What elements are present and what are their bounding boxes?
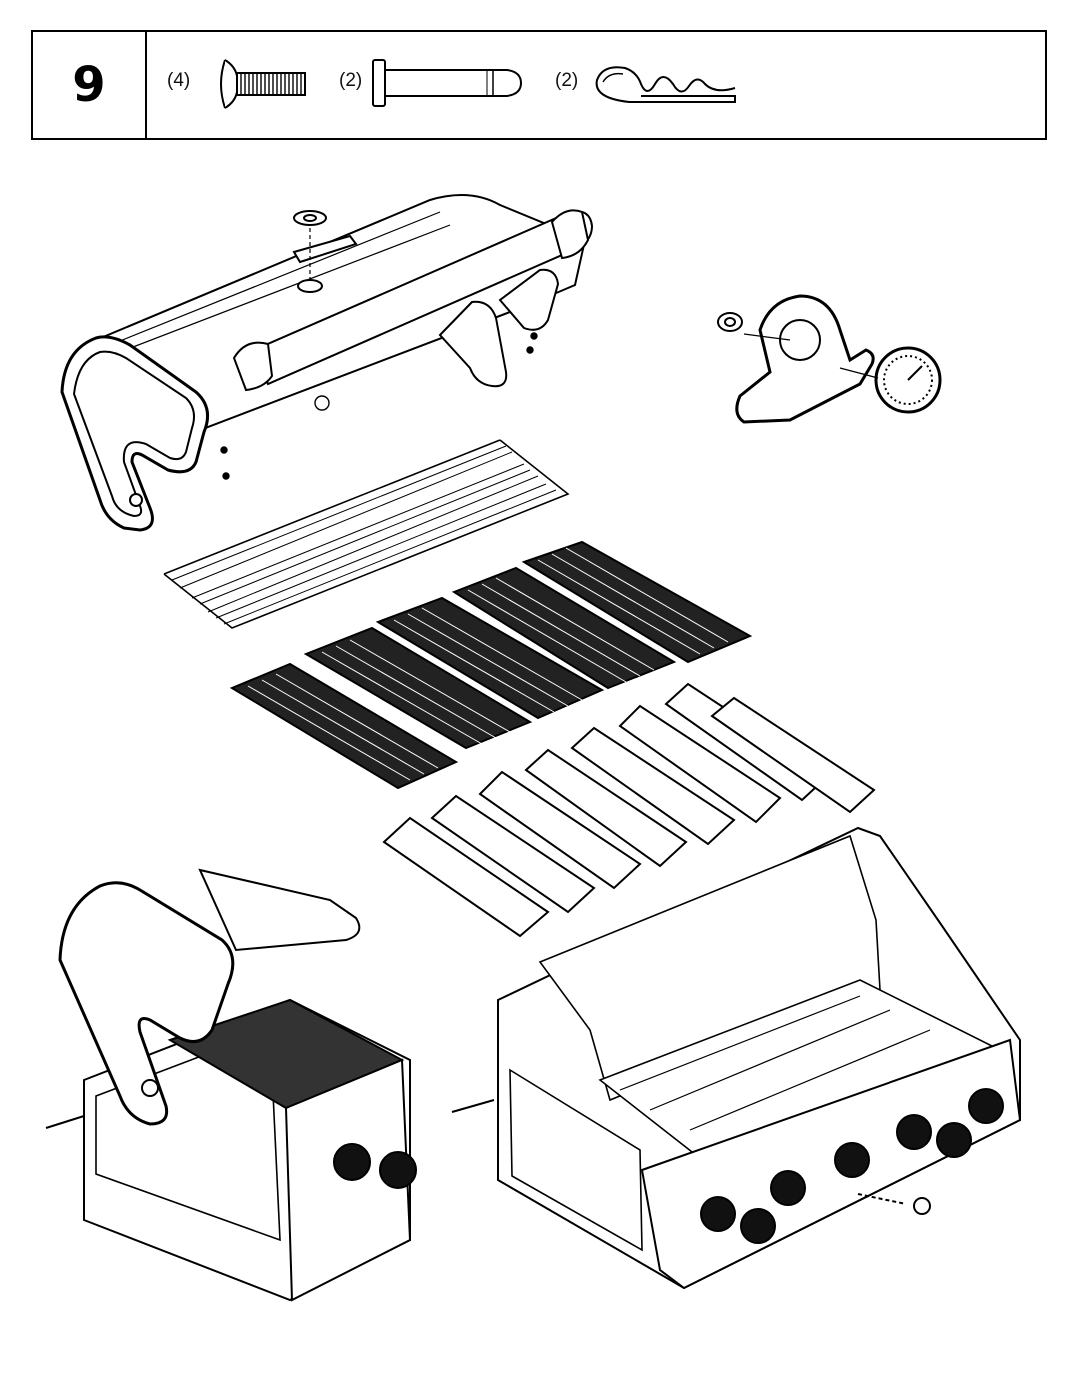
screw-quantity: (4) (167, 70, 191, 91)
side-burner-assembly (45, 868, 417, 1302)
grill-base (451, 826, 1022, 1290)
lid-fasteners (220, 332, 538, 480)
pin-quantity: (2) (339, 70, 363, 91)
screw-icon (220, 59, 306, 109)
parts-header: 9 (4) (2) (2) (31, 30, 1047, 140)
flame-tamers (382, 682, 876, 938)
cotter-clip-icon (595, 66, 736, 103)
hood-handle (232, 209, 594, 392)
warming-rack (163, 439, 570, 629)
step-number: 9 (72, 57, 106, 113)
lid-vent-cap (292, 210, 358, 293)
step-number-cell: 9 (33, 32, 147, 138)
grate-highlights (247, 547, 729, 781)
hood-thermometer (839, 346, 942, 414)
thermometer-bezel (735, 294, 875, 424)
clip-quantity: (2) (555, 70, 579, 91)
pin-icon (372, 59, 523, 107)
thermometer-nut (717, 312, 743, 332)
